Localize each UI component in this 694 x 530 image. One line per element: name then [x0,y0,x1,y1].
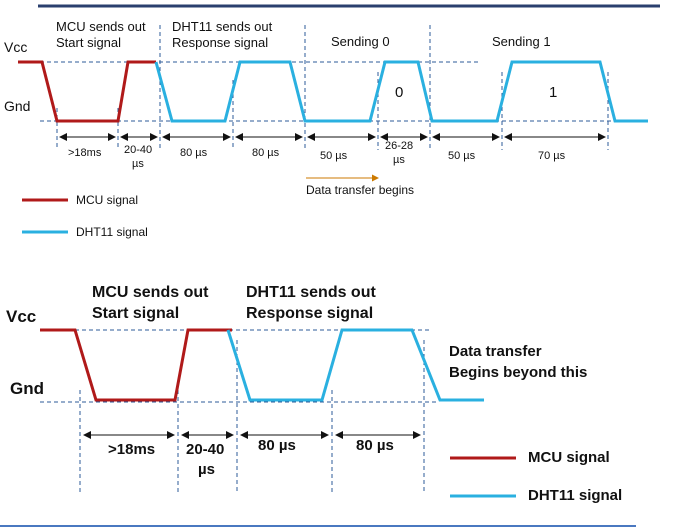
bottom-dht-resp-line1: DHT11 sends out [246,284,376,301]
top-dht-resp-line2: Response signal [172,35,268,50]
bottom-diagram: Vcc Gnd MCU sends out Start signal DHT11… [6,284,622,504]
top-duration-18ms: >18ms [68,147,102,159]
bottom-mcu-start-line1: MCU sends out [92,284,209,301]
bottom-duration-18ms: >18ms [108,441,155,458]
top-duration-2040-unit: µs [132,158,144,170]
top-duration-80b: 80 µs [252,147,280,159]
top-legend-mcu-label: MCU signal [76,193,138,207]
top-bit1-label: 1 [549,84,557,101]
bottom-duration-2040: 20-40 [186,441,224,458]
top-legend-dht-label: DHT11 signal [76,225,148,239]
top-data-begins-label: Data transfer begins [306,183,414,197]
top-duration-2628-unit: µs [393,154,405,166]
top-gnd-label: Gnd [4,98,30,114]
bottom-gnd-label: Gnd [10,379,44,398]
bottom-legend-dht-label: DHT11 signal [528,487,622,504]
top-mcu-waveform [18,60,156,123]
top-bit0-label: 0 [395,84,403,101]
bottom-data-line2: Begins beyond this [449,364,587,381]
top-sending1-label: Sending 1 [492,34,551,49]
bottom-dht11-waveform [226,328,484,402]
top-diagram: Vcc Gnd MCU sends out Start signal DHT11… [4,19,648,239]
bottom-duration-2040-unit: µs [198,461,215,478]
bottom-legend-mcu-label: MCU signal [528,449,610,466]
top-dht11-waveform [154,60,648,123]
bottom-dht-resp-line2: Response signal [246,305,373,322]
top-vertical-guides [56,25,609,150]
top-dht-resp-line1: DHT11 sends out [172,19,273,34]
top-duration-2040: 20-40 [124,144,152,156]
bottom-vertical-guides [79,340,425,492]
top-vcc-label: Vcc [4,39,27,55]
bottom-mcu-waveform [40,328,232,402]
top-mcu-start-line2: Start signal [56,35,121,50]
bottom-data-line1: Data transfer [449,343,542,360]
top-mcu-start-line1: MCU sends out [56,19,146,34]
bottom-mcu-start-line2: Start signal [92,305,179,322]
top-duration-70: 70 µs [538,150,566,162]
top-duration-2628: 26-28 [385,140,413,152]
bottom-duration-80b: 80 µs [356,437,394,454]
top-duration-50a: 50 µs [320,150,348,162]
top-duration-50b: 50 µs [448,150,476,162]
bottom-vcc-label: Vcc [6,307,36,326]
top-sending0-label: Sending 0 [331,34,390,49]
bottom-duration-80a: 80 µs [258,437,296,454]
top-duration-80a: 80 µs [180,147,208,159]
